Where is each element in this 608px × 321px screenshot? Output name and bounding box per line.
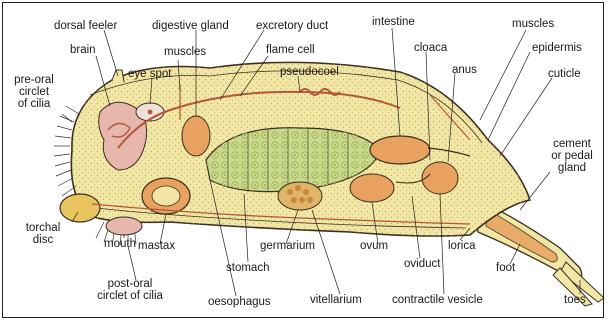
torchal-disc <box>60 194 100 222</box>
mouth-shape <box>106 217 142 235</box>
label-torchal-disc: torchal disc <box>20 222 66 246</box>
label-epidermis: epidermis <box>532 42 582 54</box>
label-cement-gland: cement or pedal gland <box>540 138 604 174</box>
label-oviduct: oviduct <box>404 258 440 270</box>
label-lorica: lorica <box>448 240 475 252</box>
label-brain: brain <box>70 44 96 56</box>
label-flame-cell: flame cell <box>266 44 315 56</box>
label-digestive-gland: digestive gland <box>152 20 229 32</box>
label-mouth: mouth <box>104 238 136 250</box>
label-intestine: intestine <box>372 16 415 28</box>
label-ovum: ovum <box>360 240 388 252</box>
digestive-gland <box>182 116 210 156</box>
label-toes: toes <box>564 294 586 306</box>
label-anus: anus <box>452 64 477 76</box>
label-cloaca: cloaca <box>414 42 447 54</box>
label-contractile-vesicle: contractile vesicle <box>392 294 483 306</box>
label-pseudocoel: pseudocoel <box>280 66 339 78</box>
label-eye-spot: eye spot <box>128 68 171 80</box>
contractile-vesicle <box>422 162 458 194</box>
label-dorsal-feeler: dorsal feeler <box>54 20 117 32</box>
label-pre-oral-circlet: pre-oral circlet of cilia <box>6 74 62 110</box>
label-muscles-top: muscles <box>512 18 554 30</box>
label-mastax: mastax <box>138 240 175 252</box>
label-foot: foot <box>496 262 515 274</box>
label-cuticle: cuticle <box>548 68 581 80</box>
label-oesophagus: oesophagus <box>208 296 271 308</box>
ovum <box>350 174 394 202</box>
label-muscles-left: muscles <box>164 46 206 58</box>
label-post-oral-circlet: post-oral circlet of cilia <box>80 278 180 302</box>
label-excretory-duct: excretory duct <box>256 20 328 32</box>
label-vitellarium: vitellarium <box>310 294 362 306</box>
label-stomach: stomach <box>226 262 269 274</box>
intestine <box>370 136 430 164</box>
label-germarium: germarium <box>260 240 315 252</box>
